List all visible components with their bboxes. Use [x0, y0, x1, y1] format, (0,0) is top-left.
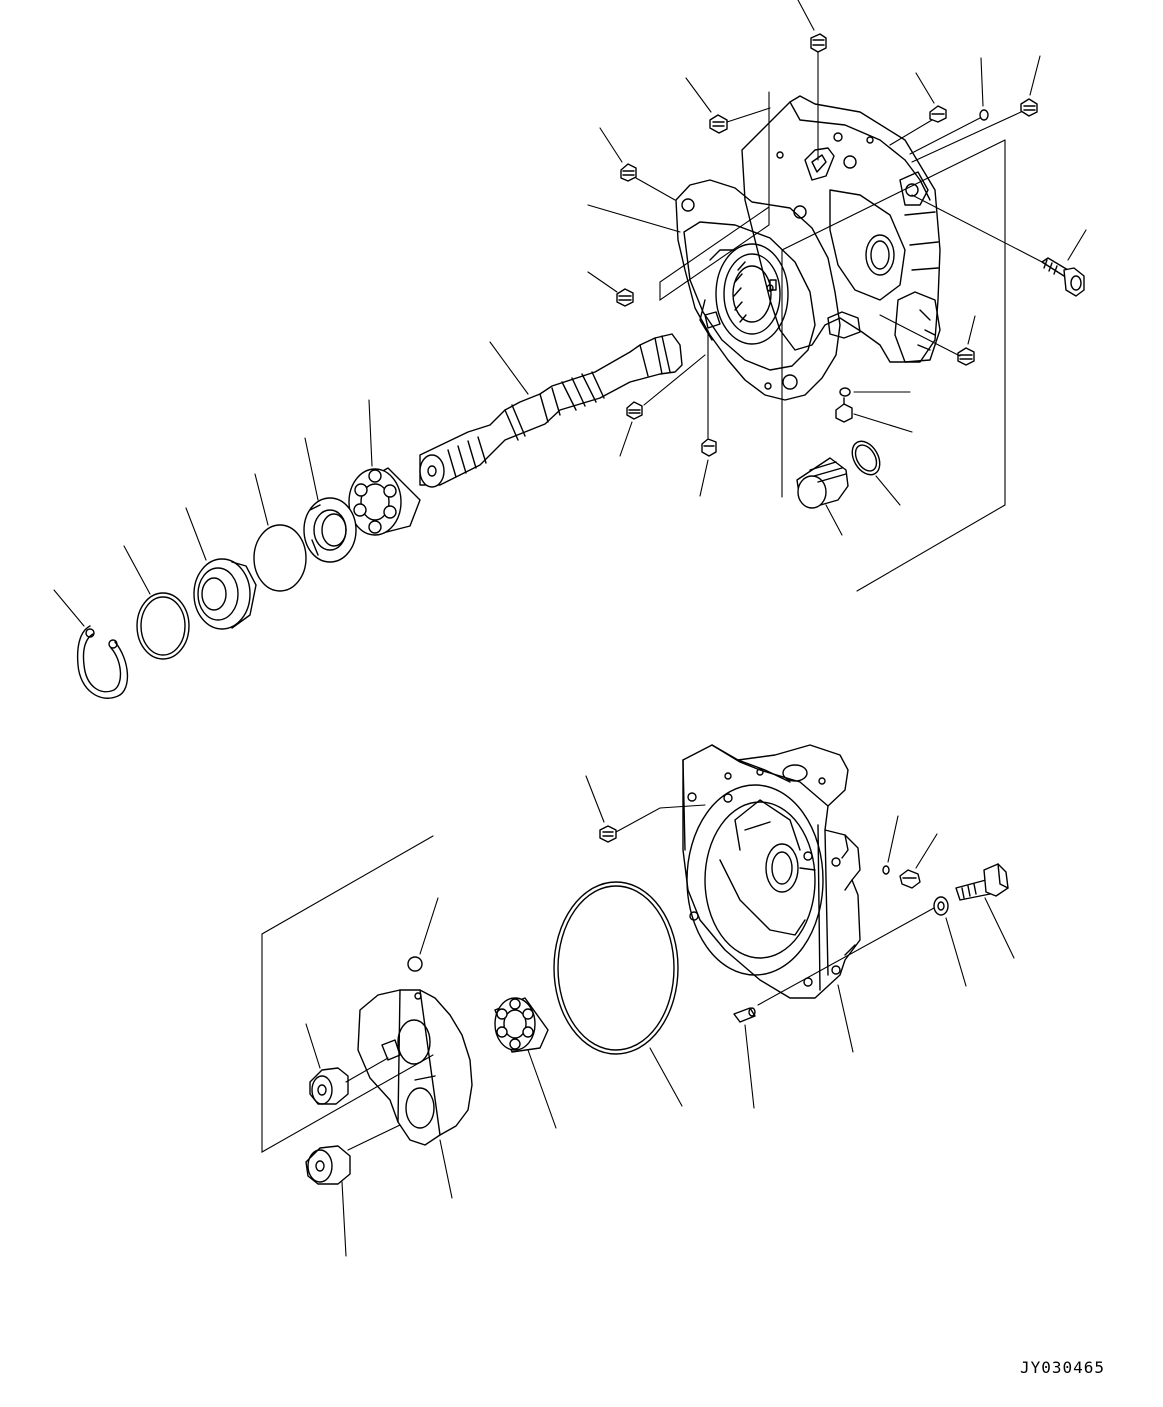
case-leader — [588, 205, 680, 232]
plug — [798, 0, 826, 160]
plug — [600, 128, 675, 200]
bearing — [349, 400, 420, 535]
o-ring — [910, 58, 988, 154]
o-ring — [847, 436, 900, 505]
snap-ring — [124, 546, 189, 659]
o-ring — [883, 816, 898, 874]
oil-seal — [186, 508, 256, 629]
pin — [836, 398, 912, 432]
plug — [306, 1024, 388, 1104]
pump-case — [676, 96, 940, 400]
drawing-id: JY030465 — [1020, 1358, 1106, 1377]
bolt — [900, 834, 937, 888]
union-bolt — [912, 195, 1086, 296]
plug — [620, 355, 705, 456]
assembly-bracket — [262, 836, 433, 1152]
assembly-bracket — [660, 92, 1005, 591]
shaft — [420, 334, 682, 487]
snap-ring — [54, 590, 127, 698]
plug — [700, 330, 716, 496]
o-ring — [254, 474, 306, 591]
o-ring — [554, 882, 682, 1106]
end-cap — [683, 745, 860, 1052]
plug — [840, 388, 910, 396]
plug — [880, 315, 975, 365]
bearing — [495, 998, 556, 1128]
plug — [306, 1125, 400, 1256]
plug — [912, 56, 1040, 162]
spool — [797, 458, 848, 535]
valve-plate — [358, 990, 472, 1198]
pin — [734, 1008, 755, 1108]
bolt — [956, 864, 1014, 958]
plug — [890, 73, 946, 145]
plug — [588, 272, 633, 306]
washer — [758, 897, 966, 1005]
ball — [408, 898, 438, 971]
plug — [686, 78, 770, 133]
spacer — [304, 438, 356, 562]
plug — [586, 776, 705, 842]
